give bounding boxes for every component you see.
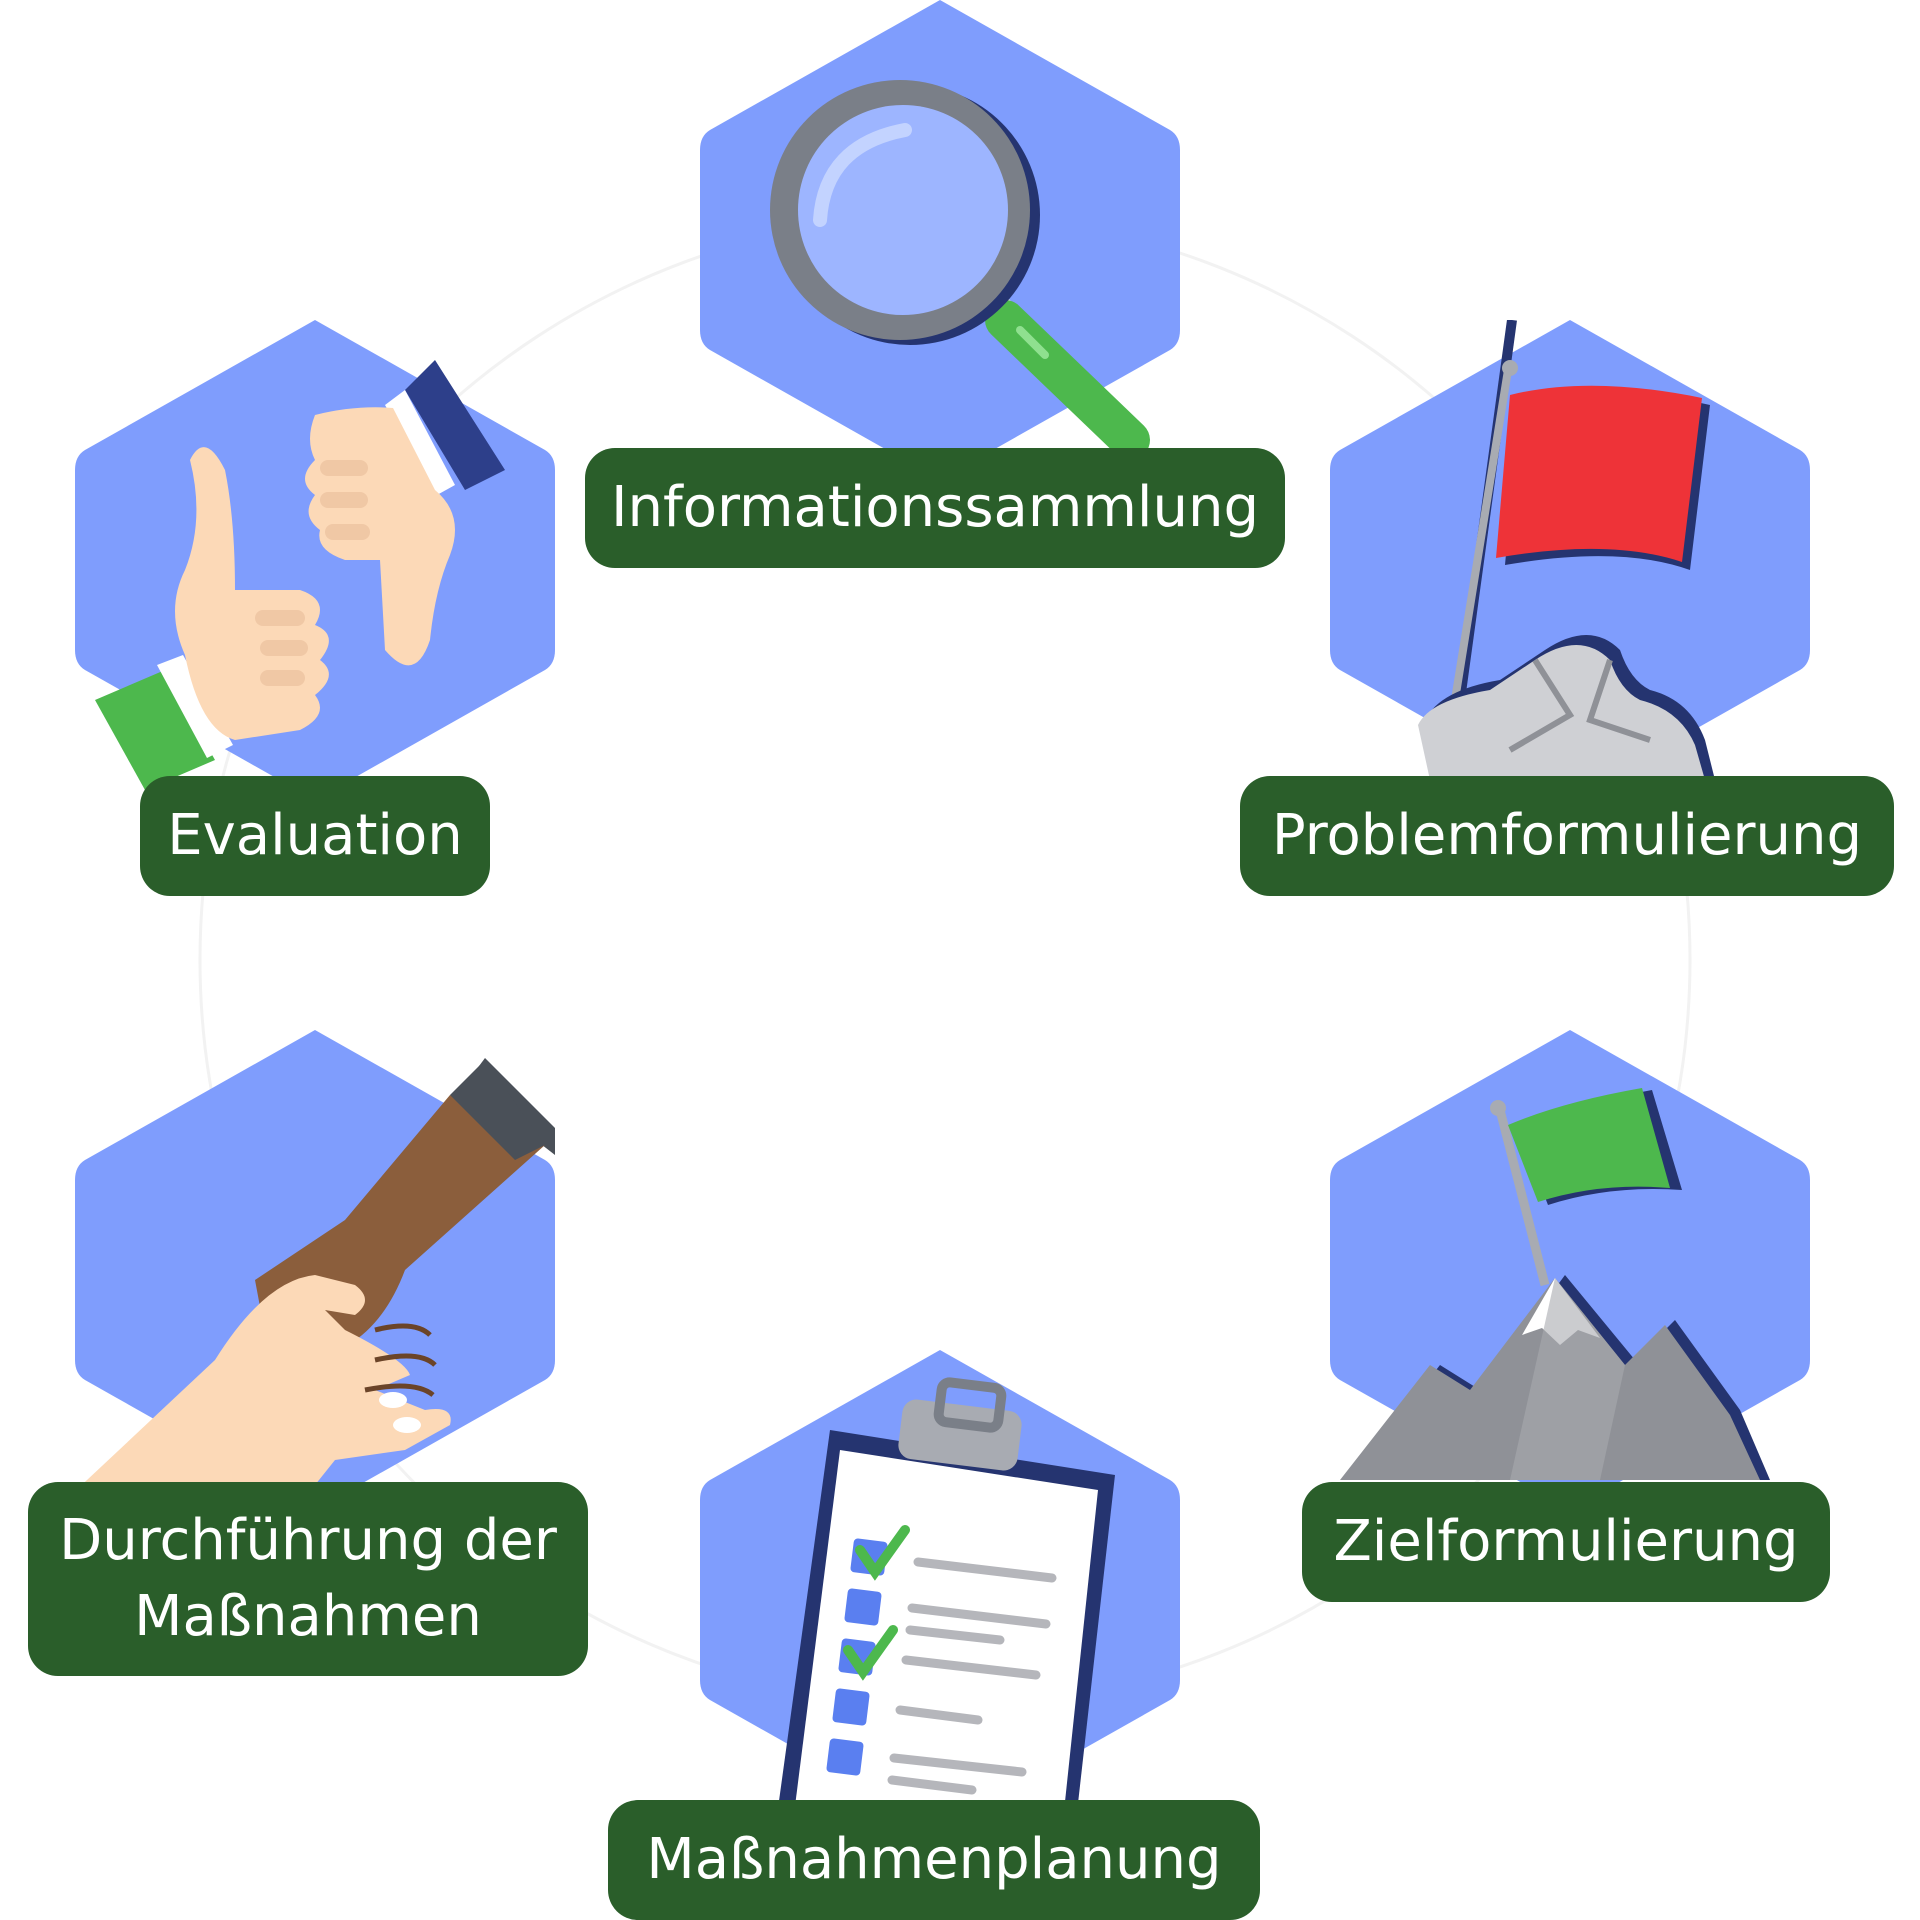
step-label-text: Zielformulierung [1333,1509,1799,1574]
step-label-problemformulierung: Problemformulierung [1240,776,1894,896]
handshake-icon [75,1058,555,1510]
step-label-zielformulierung: Zielformulierung [1302,1482,1830,1602]
step-hexagon-massnahmenplanung [700,1350,1180,1830]
step-label-text: Durchführung der Maßnahmen [59,1503,557,1655]
step-hexagon-durchfuehrung [75,1030,555,1510]
step-label-text: Informationssammlung [610,475,1260,540]
step-label-massnahmenplanung: Maßnahmenplanung [608,1800,1260,1920]
step-label-durchfuehrung: Durchführung der Maßnahmen [28,1482,588,1676]
green-flag-on-mountain-icon [1340,1088,1770,1480]
step-hexagon-zielformulierung [1330,1030,1810,1510]
magnifier-icon [770,80,1150,460]
step-label-text: Problemformulierung [1271,803,1863,868]
step-label-informationssammlung: Informationssammlung [585,448,1285,568]
step-label-evaluation: Evaluation [140,776,490,896]
step-hexagon-informationssammlung [700,0,1180,480]
step-label-text: Evaluation [167,803,463,868]
clipboard-checklist-icon [775,1377,1115,1830]
step-label-line-1: Durchführung der [59,1508,557,1573]
step-hexagon-evaluation [75,320,555,800]
step-label-line-2: Maßnahmen [134,1584,482,1649]
thumbs-up-down-icon [95,360,505,790]
step-label-text: Maßnahmenplanung [646,1827,1222,1892]
step-hexagon-problemformulierung [1330,320,1810,800]
red-flag-on-rocks-icon [1418,320,1715,780]
